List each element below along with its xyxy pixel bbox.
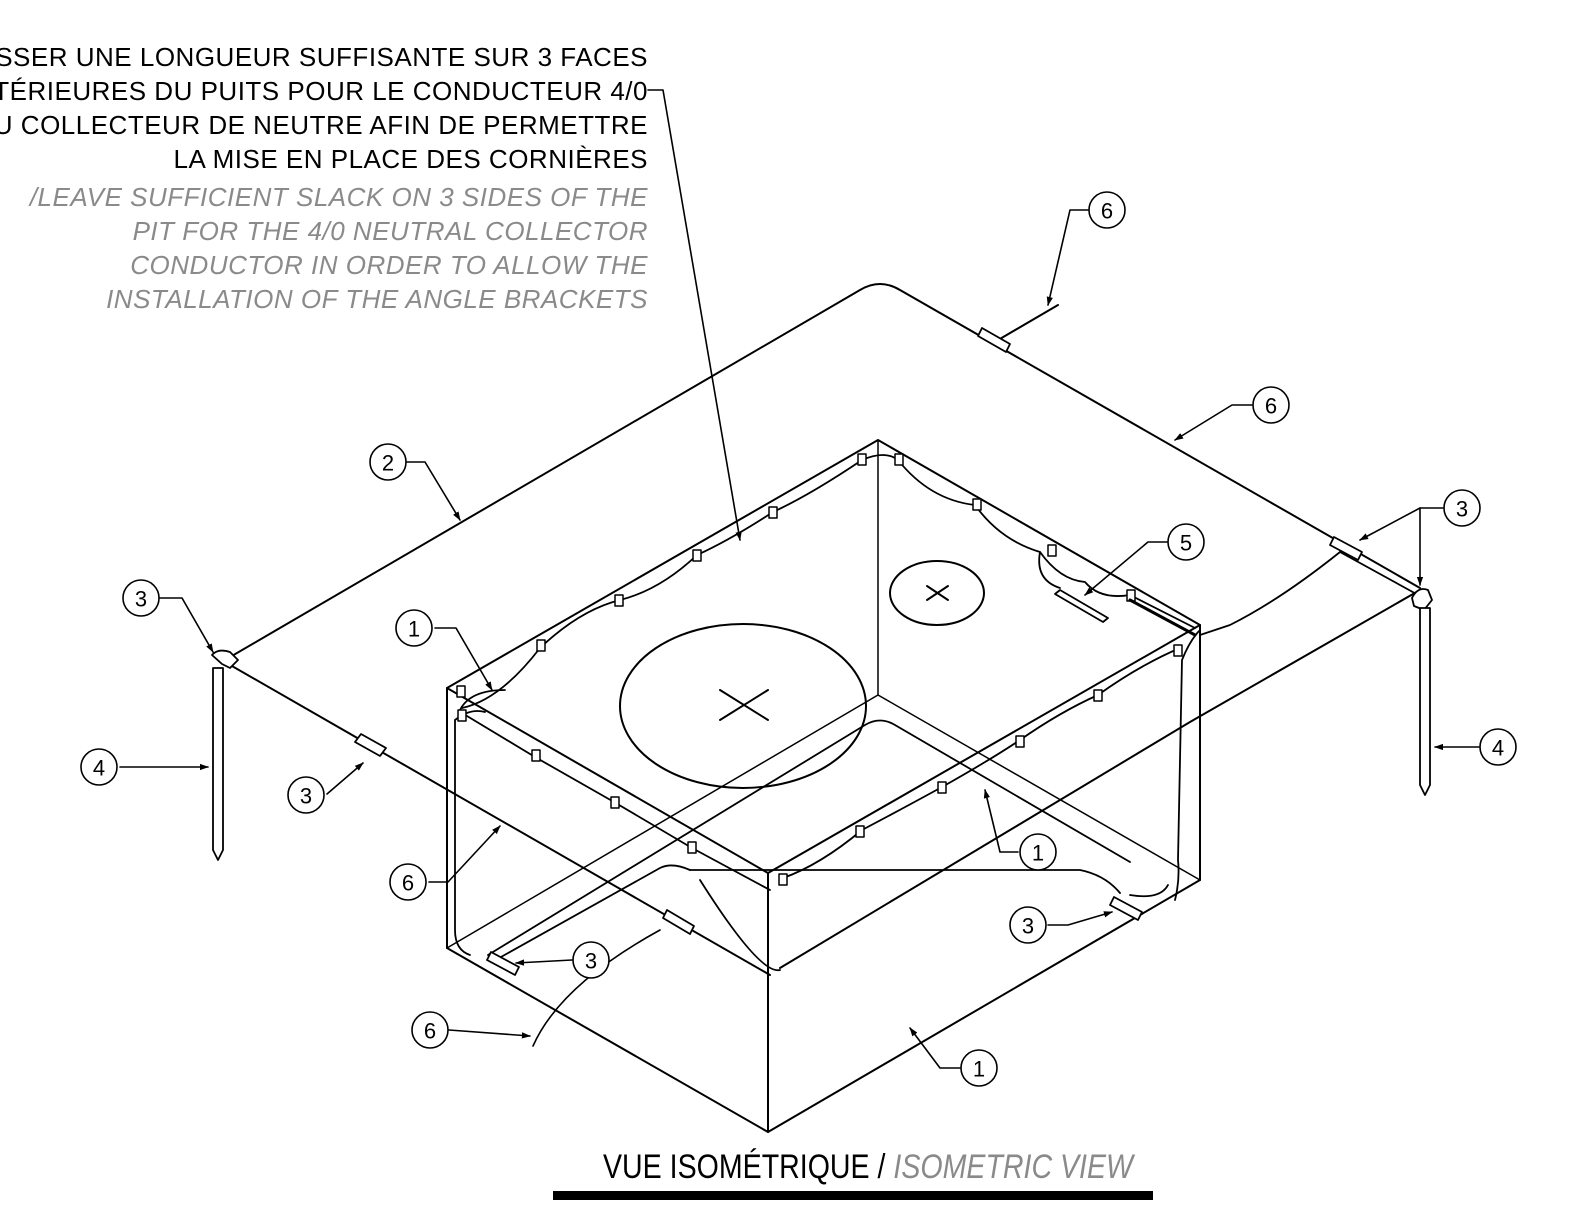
callout-2: 2 [382,451,394,476]
note-french: LAISSER UNE LONGUEUR SUFFISANTE SUR 3 FA… [0,40,648,176]
callout-4-right: 4 [1492,736,1504,761]
callout-1-right: 1 [1032,841,1044,866]
callout-5: 5 [1180,531,1192,556]
note-fr-line: LAISSER UNE LONGUEUR SUFFISANTE SUR 3 FA… [0,42,648,72]
note-en-line: CONDUCTOR IN ORDER TO ALLOW THE [130,250,648,280]
slack-conductor [461,454,1421,891]
small-opening [889,560,985,626]
callout-circle-6-top [1088,191,1126,229]
callout-circle-5 [1167,523,1205,561]
callout-6-top: 6 [1101,199,1113,224]
pit-box [446,439,1201,1133]
title-underline [553,1191,1153,1200]
callout-circle-6-left [389,863,427,901]
callout-circle-3-left-mid [287,776,325,814]
callout-circle-3-upper-left [122,579,160,617]
callout-4-left: 4 [93,756,105,781]
large-opening [619,623,867,789]
callout-circle-2 [369,443,407,481]
callout-circle-3-upper-right [1443,489,1481,527]
conductor-clips [456,453,1183,886]
note-en-line: INSTALLATION OF THE ANGLE BRACKETS [106,284,648,314]
callout-circle-4-left [80,748,118,786]
callout-circle-1-bottom [960,1049,998,1087]
view-title-fr: VUE ISOMÉTRIQUE / [603,1148,894,1186]
callout-6-left: 6 [402,871,414,896]
callout-3-upper-right: 3 [1456,497,1468,522]
callout-circle-1-left [395,609,433,647]
callout-circle-6-right [1252,386,1290,424]
angle-bracket [1054,589,1197,637]
callout-3-bottom: 3 [585,949,597,974]
callout-6-right: 6 [1265,394,1277,419]
neutral-collector-loop [454,629,1201,972]
callout-1-left: 1 [408,617,420,642]
callout-circle-3-bottom [572,941,610,979]
callout-circle-6-bottom [411,1011,449,1049]
note-en-line: /LEAVE SUFFICIENT SLACK ON 3 SIDES OF TH… [29,182,648,212]
leader-lines [119,89,1480,1069]
callout-circle-4-right [1479,728,1517,766]
ground-rods [212,607,1431,861]
note-fr-line: INTÉRIEURES DU PUITS POUR LE CONDUCTEUR … [0,76,648,106]
callout-circle-1-right [1019,833,1057,871]
callout-1-bottom: 1 [973,1057,985,1082]
callout-3-right-lower: 3 [1022,914,1034,939]
callout-3-upper-left: 3 [135,587,147,612]
note-fr-line: LA MISE EN PLACE DES CORNIÈRES [173,144,648,174]
view-title: VUE ISOMÉTRIQUE / ISOMETRIC VIEW [603,1148,1133,1187]
note-en-line: PIT FOR THE 4/0 NEUTRAL COLLECTOR [132,216,648,246]
view-title-en: ISOMETRIC VIEW [893,1148,1134,1186]
note-english: /LEAVE SUFFICIENT SLACK ON 3 SIDES OF TH… [30,180,648,316]
callout-circles [80,191,1517,1087]
connectors [211,327,1433,976]
callout-6-bottom: 6 [424,1019,436,1044]
note-fr-line: DU COLLECTEUR DE NEUTRE AFIN DE PERMETTR… [0,110,648,140]
callout-3-left-mid: 3 [300,784,312,809]
callout-circle-3-right-lower [1009,906,1047,944]
